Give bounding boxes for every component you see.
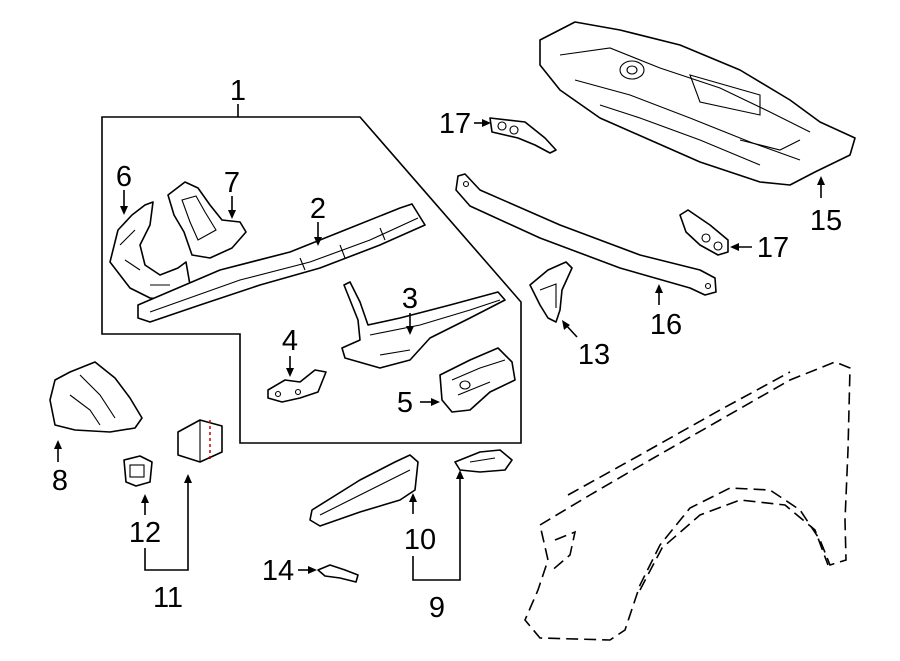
arrow-9 [456, 470, 464, 479]
bracket-14-part[interactable] [317, 564, 359, 583]
rail-10-part[interactable] [309, 454, 419, 527]
bracket-upper-part[interactable] [489, 117, 557, 154]
callout-3[interactable]: 3 [402, 283, 418, 315]
callout-13[interactable]: 13 [578, 339, 610, 371]
arrow-7 [228, 210, 236, 219]
callout-15[interactable]: 15 [810, 205, 842, 237]
callout-2[interactable]: 2 [310, 193, 326, 225]
arrow-13 [562, 320, 570, 330]
callout-7[interactable]: 7 [224, 167, 240, 199]
arrow-15 [817, 176, 825, 185]
arrow-2 [314, 237, 322, 246]
arrow-17a [482, 119, 491, 127]
leader-11 [144, 478, 189, 571]
bracket-4-part[interactable] [267, 369, 327, 403]
callout-9[interactable]: 9 [429, 592, 445, 624]
callout-17-lower[interactable]: 17 [757, 232, 789, 264]
assembly-outline [101, 116, 522, 444]
fender-outline [524, 361, 851, 641]
box-11-part[interactable] [177, 419, 223, 463]
arrow-11 [184, 474, 192, 483]
callout-12[interactable]: 12 [129, 517, 161, 549]
callout-5[interactable]: 5 [397, 387, 413, 419]
callout-4[interactable]: 4 [282, 325, 298, 357]
arrow-8 [54, 440, 62, 449]
callout-17-upper[interactable]: 17 [439, 108, 471, 140]
callout-8[interactable]: 8 [52, 465, 68, 497]
callout-16[interactable]: 16 [650, 309, 682, 341]
bracket-5-part[interactable] [439, 347, 516, 413]
bracket-lower-part[interactable] [679, 209, 729, 256]
arrow-6 [120, 206, 128, 215]
callout-10[interactable]: 10 [404, 524, 436, 556]
arrow-4 [286, 368, 294, 377]
arrow-10 [409, 493, 417, 502]
bracket-9-part[interactable] [454, 449, 513, 473]
arrow-17b [730, 243, 739, 251]
bracket-13-part[interactable] [529, 261, 573, 323]
arrow-3 [406, 326, 414, 335]
arrow-5 [431, 398, 440, 406]
arrow-14 [308, 566, 317, 574]
callout-14[interactable]: 14 [262, 555, 294, 587]
arrow-12 [141, 494, 149, 503]
leader-9 [412, 474, 461, 581]
apron-7-part[interactable] [167, 181, 247, 259]
rail-3-part[interactable] [341, 281, 506, 369]
apron-8-part[interactable] [49, 361, 143, 433]
plate-12-part[interactable] [123, 455, 153, 487]
arrow-16 [655, 284, 663, 293]
rail-2-part[interactable] [137, 203, 426, 323]
callout-11[interactable]: 11 [153, 582, 183, 614]
callout-6[interactable]: 6 [116, 161, 132, 193]
support-bar-part[interactable] [455, 173, 717, 296]
callout-1[interactable]: 1 [230, 75, 246, 107]
dash-panel-part[interactable] [539, 21, 856, 186]
